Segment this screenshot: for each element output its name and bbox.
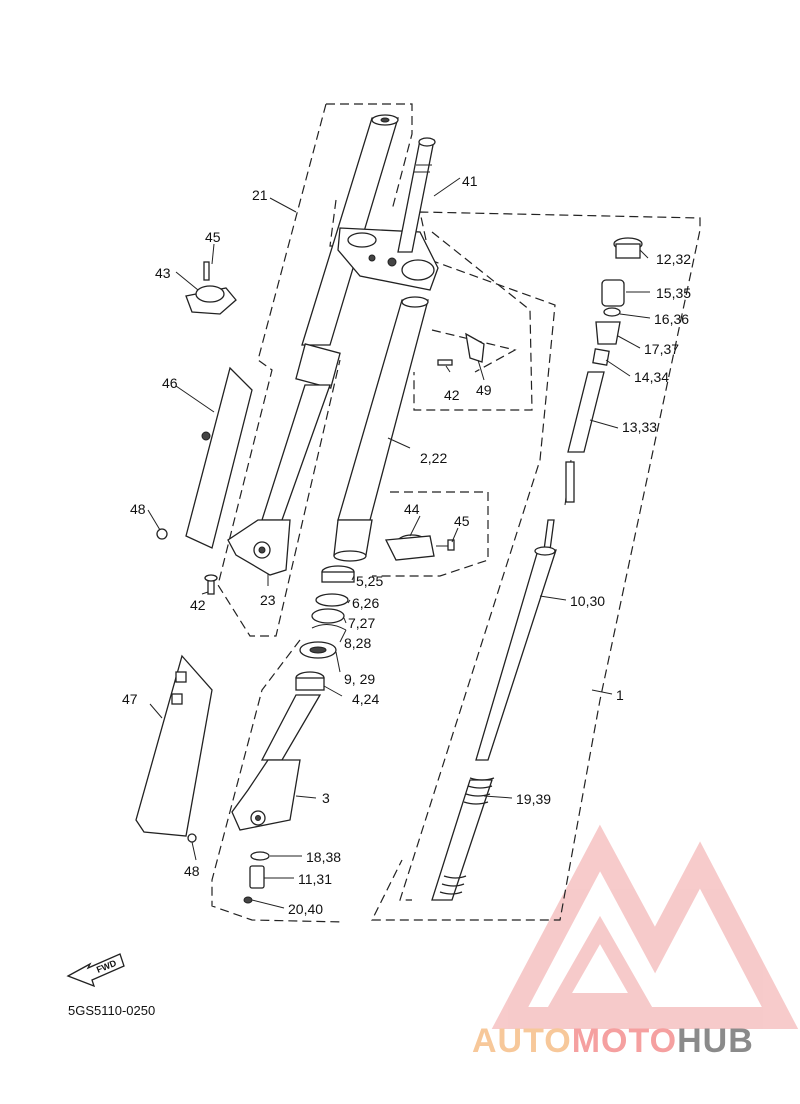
damper-assembly [475, 237, 643, 761]
leader-lines [147, 177, 651, 909]
watermark-moto: MOTO [571, 1022, 678, 1060]
inner-tube-3 [231, 694, 322, 831]
callout-48-upper: 48 [130, 501, 146, 517]
callout-11-31: 11,31 [298, 871, 332, 887]
callout-17-37: 17,37 [644, 341, 679, 357]
diagram-code: 5GS5110-0250 [68, 1003, 155, 1018]
callout-14-34: 14,34 [634, 369, 669, 385]
callout-46: 46 [162, 375, 178, 391]
callout-3: 3 [322, 790, 330, 806]
callout-42-lower: 42 [190, 597, 206, 613]
upper-bracket [337, 227, 439, 291]
callout-18-38: 18,38 [306, 849, 341, 865]
callout-13-33: 13,33 [622, 419, 657, 435]
callout-labels: 21 41 45 43 12,32 15,35 16,36 17,37 14,3… [122, 173, 691, 917]
callout-48-lower: 48 [184, 863, 200, 879]
callout-19-39: 19,39 [516, 791, 551, 807]
callout-15-35: 15,35 [656, 285, 691, 301]
fork-guard-47 [135, 654, 213, 843]
callout-8-28: 8,28 [344, 635, 371, 651]
watermark-hub: HUB [677, 1022, 754, 1060]
callout-5-25: 5,25 [356, 573, 383, 589]
callout-16-36: 16,36 [654, 311, 689, 327]
callout-41: 41 [462, 173, 478, 189]
callout-21: 21 [252, 187, 268, 203]
callout-45-lower: 45 [454, 513, 470, 529]
callout-4-24: 4,24 [352, 691, 379, 707]
callout-12-32: 12,32 [656, 251, 691, 267]
outer-tube-2-22 [333, 296, 429, 562]
fork-guard-46 [156, 366, 253, 549]
callout-9-29: 9, 29 [344, 671, 375, 687]
clamp-44 [384, 534, 452, 561]
callout-1: 1 [616, 687, 624, 703]
callout-6-26: 6,26 [352, 595, 379, 611]
steering-stem-41 [397, 137, 436, 253]
callout-2-22: 2,22 [420, 450, 447, 466]
watermark-brand: AUTOMOTOHUB [472, 1022, 754, 1061]
bolts [204, 332, 485, 595]
bottom-hardware [243, 851, 270, 904]
callout-45-top: 45 [205, 229, 221, 245]
seals-and-bushings [295, 565, 355, 691]
callout-44: 44 [404, 501, 420, 517]
callout-20-40: 20,40 [288, 901, 323, 917]
group-outlines [211, 103, 701, 923]
fwd-arrow-icon: FWD [66, 953, 125, 988]
watermark-auto: AUTO [472, 1022, 572, 1060]
callout-23: 23 [260, 592, 276, 608]
watermark-logo [491, 824, 799, 1029]
callout-7-27: 7,27 [348, 615, 375, 631]
callout-42-upper: 42 [444, 387, 460, 403]
callout-47: 47 [122, 691, 138, 707]
fork-spring-19-39 [431, 777, 495, 901]
callout-10-30: 10,30 [570, 593, 605, 609]
clamp-43 [185, 261, 237, 315]
callout-43: 43 [155, 265, 171, 281]
callout-49: 49 [476, 382, 492, 398]
